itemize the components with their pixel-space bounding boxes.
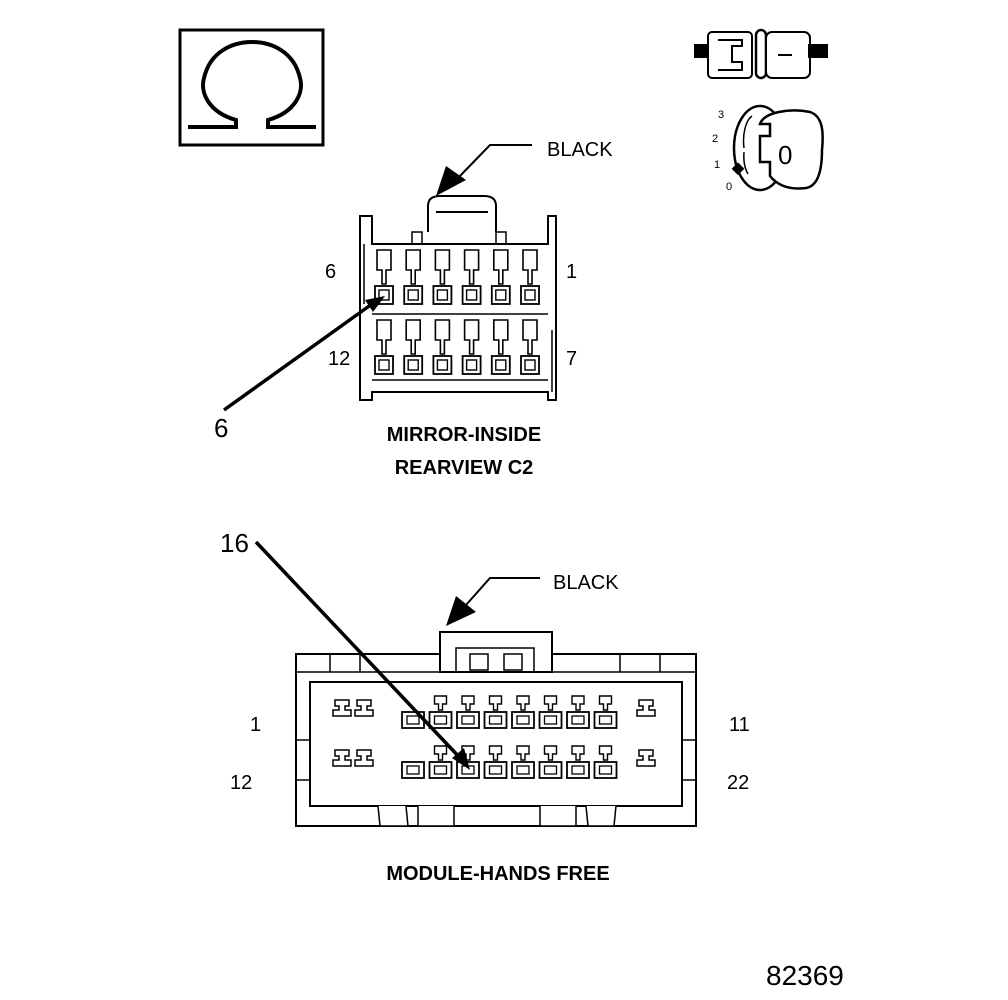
connector-name-line2: REARVIEW C2 — [395, 457, 534, 479]
terminal-cavity — [432, 319, 453, 375]
hands-free-module-connector: BLACK 1 11 12 22 16 MOD — [220, 528, 750, 885]
connector-latch — [427, 195, 497, 232]
pin-label-1: 1 — [250, 714, 261, 736]
terminal-cavity — [456, 695, 480, 729]
ignition-position-3: 3 — [718, 109, 724, 121]
terminal-cavity — [566, 695, 590, 729]
locking-clip — [332, 699, 352, 717]
terminal-cavity — [428, 745, 453, 779]
black-leader-line — [457, 144, 532, 179]
terminal-cavity — [483, 745, 508, 779]
terminal-cavity — [538, 745, 563, 779]
locking-clip — [636, 749, 656, 767]
probe-arrow — [365, 296, 385, 312]
connector-cavities — [332, 695, 656, 779]
connector-cavities — [374, 249, 540, 375]
probe-pin-label: 16 — [220, 528, 249, 558]
probe-arrow — [452, 748, 470, 770]
terminal-cavity — [428, 695, 453, 729]
terminal-cavity — [403, 319, 424, 375]
terminal-cavity — [520, 249, 540, 305]
mirror-connector-c2: BLACK 6 1 12 7 6 MIRROR-INSIDE REARVIEW … — [214, 139, 613, 479]
ignition-position-0: 0 — [726, 181, 732, 193]
pin-label-6: 6 — [325, 261, 336, 283]
pin-label-7: 7 — [566, 348, 577, 370]
probe-line — [222, 302, 374, 412]
pin-label-22: 22 — [727, 772, 749, 794]
terminal-cavity — [432, 249, 453, 305]
terminal-cavity — [401, 761, 425, 779]
probe-pin-label: 6 — [214, 413, 228, 443]
black-callout-arrow — [446, 596, 476, 626]
pin-label-1: 1 — [566, 261, 577, 283]
terminal-cavity — [538, 695, 563, 729]
locking-clip — [636, 699, 656, 717]
connector-color-label: BLACK — [547, 139, 613, 161]
locking-clip — [332, 749, 352, 767]
black-callout-arrow — [436, 166, 466, 196]
ignition-key-label: 0 — [778, 140, 792, 170]
probe-line — [254, 540, 464, 762]
terminal-cavity — [461, 249, 482, 305]
terminal-cavity — [403, 249, 424, 305]
connector-disconnect-icon — [694, 28, 828, 80]
ignition-position-1: 1 — [714, 159, 720, 171]
terminal-cavity — [511, 745, 535, 779]
ignition-key-icon: 3 2 1 0 0 — [712, 104, 824, 193]
terminal-cavity — [483, 695, 508, 729]
ignition-position-2: 2 — [712, 133, 718, 145]
terminal-cavity — [374, 319, 394, 375]
connector-name-line1: MIRROR-INSIDE — [387, 424, 541, 446]
locking-clip — [354, 749, 374, 767]
terminal-cavity — [461, 319, 482, 375]
terminal-cavity — [490, 319, 511, 375]
terminal-cavity — [566, 745, 590, 779]
terminal-cavity — [593, 745, 618, 779]
pin-label-12: 12 — [328, 348, 350, 370]
connector-color-label: BLACK — [553, 572, 619, 594]
terminal-cavity — [511, 695, 535, 729]
terminal-cavity — [593, 695, 618, 729]
black-leader-line — [465, 577, 540, 606]
pin-label-11: 11 — [729, 714, 750, 736]
terminal-cavity — [490, 249, 511, 305]
figure-number: 82369 — [766, 960, 844, 991]
pin-label-12: 12 — [230, 772, 252, 794]
ohmmeter-symbol-icon — [178, 28, 325, 147]
terminal-cavity — [520, 319, 540, 375]
locking-clip — [354, 699, 374, 717]
connector-name: MODULE-HANDS FREE — [386, 863, 609, 885]
